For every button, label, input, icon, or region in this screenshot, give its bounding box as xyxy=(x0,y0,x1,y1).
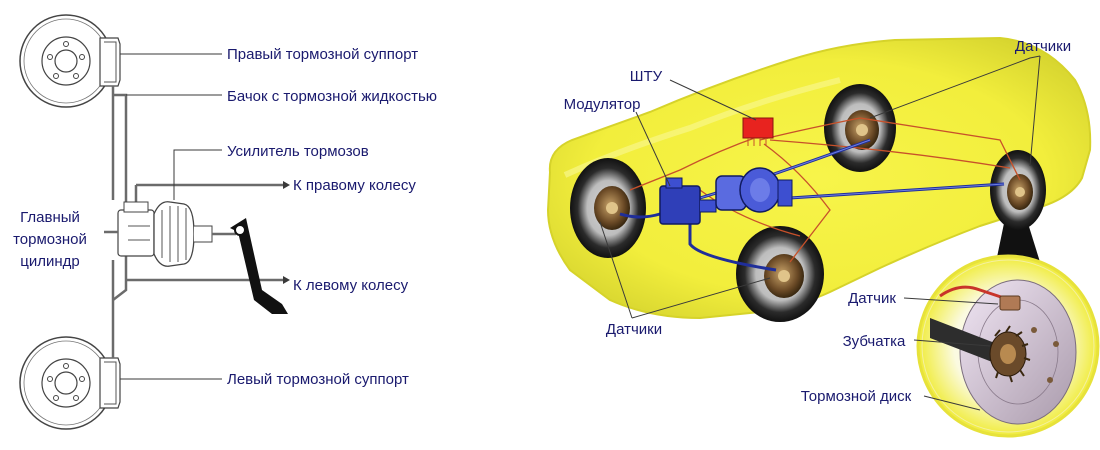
master-cylinder-assembly xyxy=(104,201,236,267)
left-caliper-label: Левый тормозной суппорт xyxy=(227,371,409,388)
brake-lines xyxy=(111,86,283,358)
ecu-label: ШТУ xyxy=(630,68,663,85)
brake-booster-label: Усилитель тормозов xyxy=(227,143,369,160)
wheel-rear-right xyxy=(990,150,1046,230)
top-brake-disc xyxy=(19,14,121,108)
inset-disc-label: Тормозной диск xyxy=(801,388,912,405)
brake-pedal xyxy=(230,218,288,314)
master-cylinder-label-line-1: Главный xyxy=(20,209,80,226)
wheel-rear-left xyxy=(736,226,824,322)
right-caliper-label: Правый тормозной суппорт xyxy=(227,46,418,63)
left-leaders xyxy=(120,53,290,380)
ecu-box xyxy=(742,117,774,146)
car-body xyxy=(546,36,1092,320)
abs-system-illustration: Датчики ШТУ Модулятор Датчики Датчик Зуб… xyxy=(546,36,1100,438)
bottom-brake-disc xyxy=(19,336,121,430)
modulator-block xyxy=(659,167,793,225)
inset-sensor-label: Датчик xyxy=(848,290,896,307)
to-left-wheel-label: К левому колесу xyxy=(293,277,409,294)
left-brake-schematic: Правый тормозной суппорт Бачок с тормозн… xyxy=(13,14,437,430)
sensors-top-label: Датчики xyxy=(1015,38,1071,55)
inset-gear-label: Зубчатка xyxy=(843,333,906,350)
to-right-wheel-label: К правому колесу xyxy=(293,177,416,194)
wheel-front-left xyxy=(570,158,646,258)
wheel-front-right xyxy=(824,84,896,172)
fluid-reservoir-label: Бачок с тормозной жидкостью xyxy=(227,88,437,105)
master-cylinder-label-line-2: тормозной xyxy=(13,231,87,248)
sensor-detail-inset xyxy=(916,254,1100,438)
master-cylinder-label-line-3: цилиндр xyxy=(20,253,79,270)
modulator-label: Модулятор xyxy=(564,96,641,113)
right-leaders xyxy=(599,55,1041,411)
sensors-bottom-label: Датчики xyxy=(606,321,662,338)
